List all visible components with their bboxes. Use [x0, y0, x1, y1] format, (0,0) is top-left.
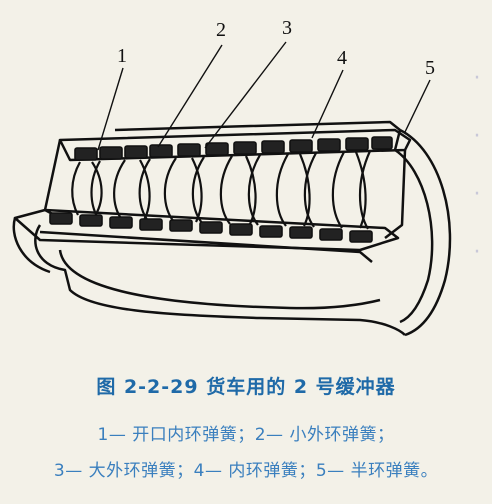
housing-right-shell-inner — [394, 148, 434, 324]
callout-4: 4 — [337, 47, 347, 69]
bleed-through-marks: ···· — [473, 66, 481, 265]
housing-left-end — [12, 217, 51, 274]
leader-lines — [97, 41, 431, 151]
top-plate-flange — [114, 120, 401, 132]
inner-wall-left — [43, 139, 62, 220]
callout-1: 1 — [117, 45, 127, 67]
figure-caption-title: 图 2-2-29 货车用的 2 号缓冲器 — [96, 376, 396, 398]
buffer-diagram — [12, 41, 452, 337]
legend-line-1: 1— 开口内环弹簧；2— 小外环弹簧； — [97, 425, 395, 445]
callout-2: 2 — [216, 19, 226, 41]
housing-bottom-bulge — [58, 249, 381, 310]
top-plate — [58, 128, 412, 162]
bottom-plate — [13, 208, 400, 252]
callout-5: 5 — [425, 57, 435, 79]
legend-line-2: 3— 大外环弹簧；4— 内环弹簧；5— 半环弹簧。 — [53, 461, 439, 481]
inner-wall-right — [384, 149, 407, 239]
housing-lower-body — [34, 224, 406, 336]
bottom-ring-row — [49, 212, 373, 243]
housing-right-shell — [399, 128, 452, 337]
spring-arcs — [71, 150, 372, 230]
bottom-plate-rail — [39, 230, 373, 263]
callout-3: 3 — [282, 17, 292, 39]
top-ring-row — [74, 136, 393, 161]
